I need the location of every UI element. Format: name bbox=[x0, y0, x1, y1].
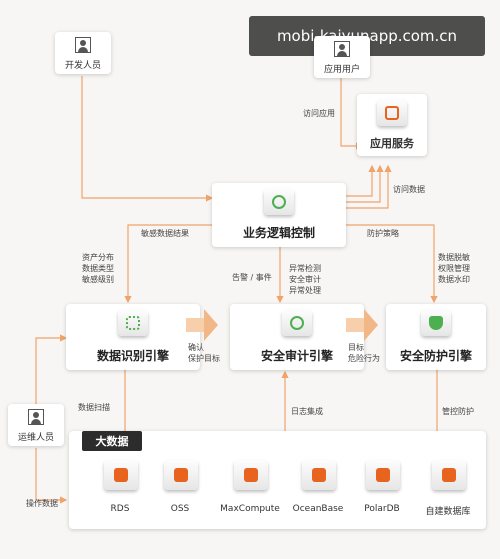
bigdata-item: PolarDB bbox=[352, 460, 412, 520]
maxcompute-icon bbox=[244, 468, 258, 482]
rds-icon bbox=[114, 468, 128, 482]
protect-cube bbox=[421, 310, 451, 336]
audit-title: 安全审计引擎 bbox=[260, 349, 333, 363]
bigdata-item-cube bbox=[432, 460, 466, 490]
bigdata-item-name: MaxCompute bbox=[220, 504, 280, 514]
bigdata-item-name: PolarDB bbox=[364, 504, 400, 514]
bigdata-item-name: OSS bbox=[170, 504, 190, 514]
flow-arrow-1-body bbox=[186, 318, 204, 332]
protect-title: 安全防护引擎 bbox=[399, 349, 472, 363]
person-icon bbox=[334, 41, 350, 57]
data-identify-node: 数据识别引擎 bbox=[66, 304, 200, 370]
log-integration-label: 日志集成 bbox=[291, 407, 323, 416]
operate-data-label: 操作数据 bbox=[26, 499, 58, 508]
network-icon bbox=[126, 316, 140, 330]
data-scan-label: 数据扫描 bbox=[78, 403, 110, 412]
app-service-title: 应用服务 bbox=[370, 137, 414, 150]
defense-policy-label: 防护策略 bbox=[367, 229, 399, 238]
developer-label: 开发人员 bbox=[64, 61, 101, 71]
access-app-label: 访问应用 bbox=[303, 109, 335, 118]
oceanbase-icon bbox=[312, 468, 326, 482]
bigdata-item-cube bbox=[366, 460, 400, 490]
bigdata-item-cube bbox=[234, 460, 268, 490]
anomaly-label: 异常检测 安全审计 异常处理 bbox=[289, 264, 321, 295]
bigdata-item-name: RDS bbox=[110, 504, 130, 514]
self-built-db-icon bbox=[442, 468, 456, 482]
polardb-icon bbox=[376, 468, 390, 482]
audit-node: 安全审计引擎 bbox=[230, 304, 364, 370]
app-service-cube bbox=[377, 100, 407, 126]
bigdata-item-cube bbox=[302, 460, 336, 490]
data-identify-cube bbox=[118, 310, 148, 336]
target-risk-label: 目标 危险行为 bbox=[348, 343, 380, 363]
business-logic-cube bbox=[264, 189, 294, 215]
flow-arrow-1 bbox=[204, 309, 218, 341]
bigdata-item-name: 自建数据库 bbox=[425, 507, 471, 517]
sensitive-result-label: 敏感数据结果 bbox=[141, 229, 189, 238]
confirm-target-label: 确认 保护目标 bbox=[188, 343, 220, 363]
business-logic-title: 业务逻辑控制 bbox=[242, 226, 315, 240]
audit-cube bbox=[282, 310, 312, 336]
bigdata-item: 自建数据库 bbox=[418, 460, 478, 520]
app-service-node: 应用服务 bbox=[357, 94, 427, 156]
graph-icon bbox=[272, 195, 286, 209]
asset-info-label: 资产分布 数据类型 敏感级别 bbox=[82, 253, 114, 284]
flow-arrow-2 bbox=[364, 309, 378, 341]
bigdata-item: MaxCompute bbox=[220, 460, 280, 520]
bigdata-title: 大数据 bbox=[82, 431, 142, 451]
access-data-label: 访问数据 bbox=[393, 185, 425, 194]
masking-label: 数据脱敏 权限管理 数据水印 bbox=[438, 253, 470, 284]
control-defense-label: 管控防护 bbox=[442, 407, 474, 416]
protect-node: 安全防护引擎 bbox=[386, 304, 486, 370]
bigdata-item-cube bbox=[164, 460, 198, 490]
app-user-label: 应用用户 bbox=[323, 65, 360, 75]
bigdata-item-name: OceanBase bbox=[292, 504, 344, 514]
business-logic-node: 业务逻辑控制 bbox=[212, 183, 346, 247]
person-icon bbox=[28, 409, 44, 425]
person-icon bbox=[75, 37, 91, 53]
app-user-actor: 应用用户 bbox=[314, 36, 370, 78]
developer-actor: 开发人员 bbox=[55, 32, 111, 74]
alert-event-label: 告警 / 事件 bbox=[232, 273, 272, 282]
shield-icon bbox=[429, 316, 443, 330]
ops-actor: 运维人员 bbox=[8, 404, 64, 446]
flow-arrow-2-body bbox=[346, 318, 364, 332]
bigdata-item-cube bbox=[104, 460, 138, 490]
cluster-icon bbox=[290, 316, 304, 330]
data-identify-title: 数据识别引擎 bbox=[96, 349, 169, 363]
bigdata-item: OSS bbox=[150, 460, 210, 520]
bigdata-item: OceanBase bbox=[288, 460, 348, 520]
bigdata-item: RDS bbox=[90, 460, 150, 520]
layers-icon bbox=[385, 106, 399, 120]
ops-label: 运维人员 bbox=[17, 433, 54, 443]
oss-icon bbox=[174, 468, 188, 482]
